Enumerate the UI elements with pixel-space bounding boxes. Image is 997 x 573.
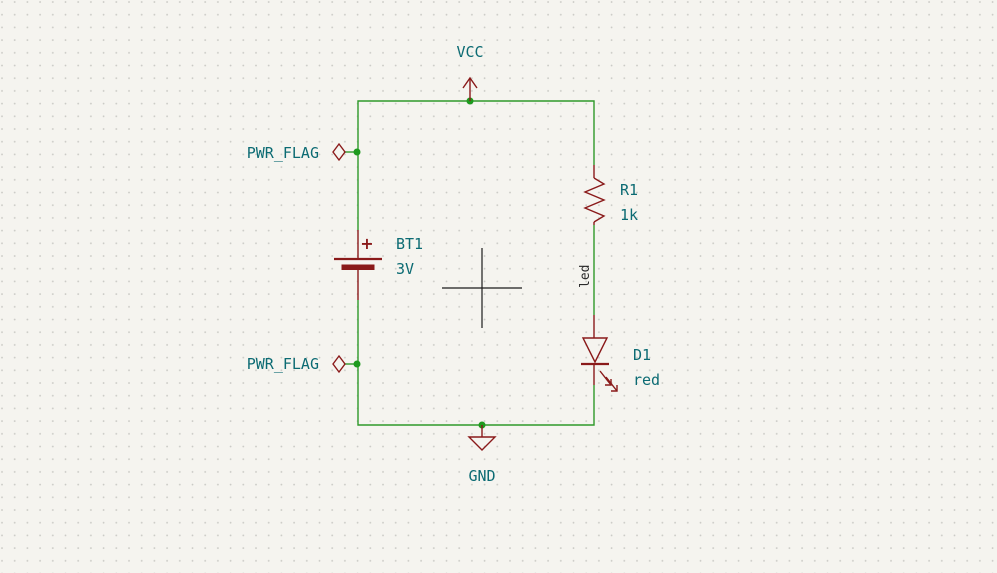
resistor-r1[interactable]: R1 1k bbox=[583, 165, 638, 225]
gnd-power-symbol[interactable]: GND bbox=[467, 425, 497, 485]
battery-value: 3V bbox=[396, 260, 414, 278]
junction-pwr-flag-bottom[interactable] bbox=[353, 360, 361, 368]
resistor-value: 1k bbox=[620, 206, 638, 224]
vcc-label: VCC bbox=[456, 43, 483, 61]
pwr-flag-bottom-symbol[interactable]: PWR_FLAG bbox=[247, 354, 346, 374]
pwr-flag-top-symbol[interactable]: PWR_FLAG bbox=[247, 142, 346, 162]
resistor-ref: R1 bbox=[620, 181, 638, 199]
net-label-led[interactable]: led bbox=[578, 265, 593, 288]
gnd-label: GND bbox=[468, 467, 495, 485]
wire-top[interactable] bbox=[357, 100, 595, 230]
battery-bt1[interactable]: + BT1 3V bbox=[334, 230, 423, 300]
led-emission-arrows-icon bbox=[599, 370, 618, 392]
led-value: red bbox=[633, 371, 660, 389]
vcc-power-symbol[interactable]: VCC bbox=[456, 43, 484, 101]
pwr-flag-top-label: PWR_FLAG bbox=[247, 144, 319, 162]
battery-plus-sign: + bbox=[360, 234, 373, 253]
led-ref: D1 bbox=[633, 346, 651, 364]
led-d1[interactable]: D1 red bbox=[581, 315, 660, 392]
battery-ref: BT1 bbox=[396, 235, 423, 253]
crosshair-cursor-icon bbox=[442, 248, 522, 328]
junction-pwr-flag-top[interactable] bbox=[353, 148, 361, 156]
battery-short-plate bbox=[341, 264, 375, 270]
pwr-flag-bottom-label: PWR_FLAG bbox=[247, 355, 319, 373]
